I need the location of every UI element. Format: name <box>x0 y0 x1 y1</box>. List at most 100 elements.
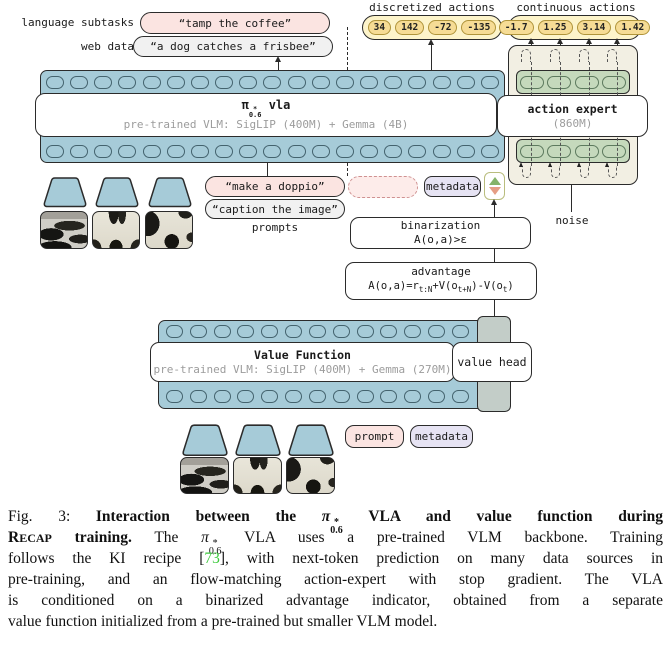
token <box>190 145 209 158</box>
token <box>332 390 350 403</box>
token <box>480 76 499 89</box>
action-token <box>601 144 626 158</box>
token <box>404 390 422 403</box>
tamp-the-coffee-pill: “tamp the coffee” <box>140 12 330 34</box>
discretized-value: 142 <box>395 20 425 35</box>
caption-output-arrowhead-icon <box>274 56 281 62</box>
token <box>380 325 398 338</box>
token <box>239 76 258 89</box>
camera-image <box>92 211 140 249</box>
noise-loop-icon <box>551 166 560 178</box>
token <box>215 145 234 158</box>
continuous-output-arrowhead-icon <box>585 38 592 44</box>
token <box>285 325 303 338</box>
image-token-trapezoid <box>95 177 139 208</box>
binarization-to-indicator-line <box>494 203 495 217</box>
token <box>118 76 137 89</box>
token <box>46 145 64 158</box>
token <box>189 325 207 338</box>
value-output-token-row <box>166 390 469 403</box>
up-triangle-icon <box>488 177 501 185</box>
flow-loop-icon <box>607 49 617 62</box>
binarization-title: binarization <box>400 219 481 232</box>
advantage-title: advantage <box>411 264 471 278</box>
token <box>308 325 326 338</box>
camera-image <box>286 457 335 494</box>
token <box>142 145 161 158</box>
noise-loop-icon <box>580 166 589 178</box>
token <box>213 325 231 338</box>
vla-model-box: π*0.6 vla pre-trained VLM: SigLIP (400M)… <box>35 93 497 137</box>
token <box>311 145 330 158</box>
noise-label: noise <box>555 214 589 227</box>
token <box>428 325 446 338</box>
token <box>142 76 161 89</box>
image-token-trapezoid <box>288 424 334 457</box>
binarization-box: binarization A(o,a)>ε <box>350 217 531 249</box>
token <box>432 145 451 158</box>
token <box>213 390 231 403</box>
doppio-input-line <box>267 163 268 177</box>
value-head-box: value head <box>452 342 532 382</box>
noise-arrowhead-icon <box>605 162 609 167</box>
continuous-value: 3.14 <box>576 20 612 35</box>
token <box>118 145 137 158</box>
caption-line: is conditioned on a binarized advantage … <box>8 592 663 609</box>
token <box>311 76 330 89</box>
caption-line: RECAP training. The π*0.6 VLA uses a pre… <box>8 529 663 557</box>
token <box>451 390 469 403</box>
token <box>456 145 475 158</box>
flow-loop-icon <box>521 49 531 62</box>
token <box>335 145 354 158</box>
token <box>308 390 326 403</box>
token <box>94 76 113 89</box>
action-token <box>547 75 572 89</box>
discretized-output-line <box>431 44 432 70</box>
token <box>451 325 469 338</box>
binarization-formula: A(o,a)>ε <box>414 233 467 246</box>
prompts-label: prompts <box>251 221 299 234</box>
discretized-actions-pill: 34 142 -72 -135 <box>362 15 502 40</box>
action-expert-title: action expert <box>527 101 618 116</box>
discretized-output-arrowhead-icon <box>427 39 434 45</box>
value-head-label: value head <box>457 355 527 369</box>
value-to-advantage-line <box>494 300 495 317</box>
token <box>239 145 258 158</box>
token <box>261 325 279 338</box>
image-token-trapezoid <box>182 424 228 457</box>
advantage-box: advantage A(o,a)=rt:N+V(ot+N)-V(ot) <box>345 262 537 300</box>
token <box>287 145 306 158</box>
caption-line: value function initialized from a pre-tr… <box>8 613 438 630</box>
discretized-actions-label: discretized actions <box>369 1 495 14</box>
action-expert-box: action expert (860M) <box>497 95 648 137</box>
caption-line: pre-training, and an flow-matching actio… <box>8 571 663 588</box>
subtask-slot-dashed-pill <box>348 176 418 198</box>
token <box>237 325 255 338</box>
value-input-token-row <box>166 325 469 338</box>
flow-loop-icon <box>550 49 560 62</box>
discretized-value: 34 <box>367 20 392 35</box>
action-token <box>574 144 599 158</box>
value-function-title: Value Function <box>254 347 351 362</box>
continuous-value: 1.25 <box>537 20 573 35</box>
token <box>190 76 209 89</box>
figure-caption: Fig. 3: Interaction between the π*0.6 VL… <box>8 506 663 632</box>
continuous-output-arrowhead-icon <box>556 38 563 44</box>
token <box>380 390 398 403</box>
token <box>408 145 427 158</box>
value-function-box: Value Function pre-trained VLM: SigLIP (… <box>150 342 455 382</box>
token <box>237 390 255 403</box>
prompt-pill-bottom: prompt <box>345 425 404 448</box>
token <box>94 145 113 158</box>
continuous-actions-pill: -1.7 1.25 3.14 1.42 <box>498 15 651 40</box>
token <box>408 76 427 89</box>
make-a-doppio-pill: “make a doppio” <box>205 176 345 197</box>
vla-output-token-row <box>46 145 499 158</box>
metadata-pill-bottom: metadata <box>410 425 473 448</box>
image-token-trapezoid <box>148 177 192 208</box>
token <box>166 145 185 158</box>
vla-subtitle: pre-trained VLM: SigLIP (400M) + Gemma (… <box>123 118 409 131</box>
noise-arrowhead-icon <box>519 162 523 167</box>
advantage-to-binarization-line <box>494 249 495 262</box>
continuous-output-arrowhead-icon <box>613 38 620 44</box>
